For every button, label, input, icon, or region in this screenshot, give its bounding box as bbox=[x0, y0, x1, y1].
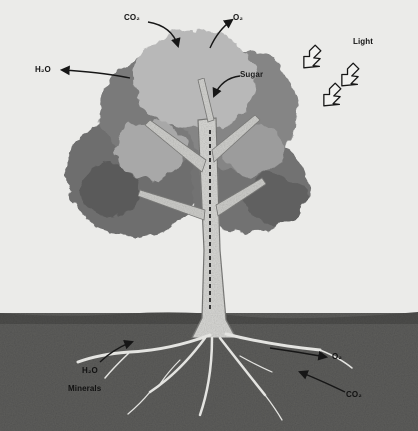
light-arrow-icon bbox=[298, 45, 328, 75]
o2-top-label: O₂ bbox=[233, 13, 243, 23]
h2o-left-label: H₂O bbox=[35, 65, 51, 75]
co2-roots-label: CO₂ bbox=[346, 390, 362, 400]
co2-top-label: CO₂ bbox=[124, 13, 140, 23]
sugar-label: Sugar bbox=[240, 70, 263, 80]
minerals-label: Minerals bbox=[68, 384, 101, 394]
light-arrows bbox=[298, 45, 366, 113]
h2o-roots-label: H₂O bbox=[82, 366, 98, 376]
light-label: Light bbox=[353, 37, 373, 47]
light-arrow-icon bbox=[318, 83, 348, 113]
o2-roots-label: O₂ bbox=[332, 352, 342, 362]
